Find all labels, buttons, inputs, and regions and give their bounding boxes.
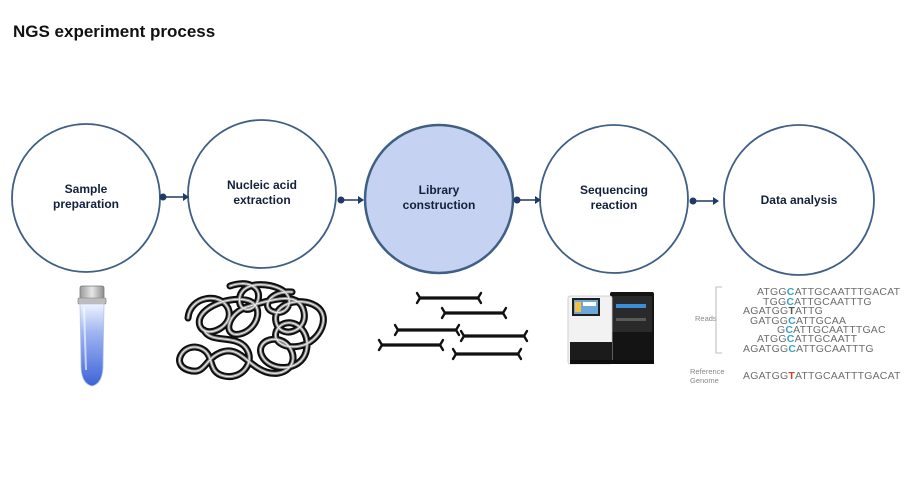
sequencer-machine-icon [567, 292, 654, 365]
dna-fragments-icon [377, 291, 529, 361]
aligned-read: AGATGGCATTGCAATTTG [743, 343, 874, 355]
process-step-label: Sample [65, 182, 108, 196]
dna-fragment [440, 306, 508, 320]
process-step-label: Nucleic acid [227, 178, 297, 192]
connector-arrow [159, 193, 189, 201]
aligned-read: ATGGCATTGCAATT [757, 333, 858, 345]
process-step-label: extraction [233, 193, 290, 207]
dna-fragment [377, 338, 445, 352]
dna-fragment [393, 323, 461, 337]
process-step-label: Library [419, 183, 460, 197]
dna-fragment [451, 347, 523, 361]
dna-fragment [459, 329, 529, 343]
process-step: Data analysis [723, 124, 875, 276]
process-step-circle [539, 124, 689, 274]
process-step-circle [363, 123, 515, 275]
connector-arrow [689, 197, 719, 205]
process-step-label: preparation [53, 197, 119, 211]
process-step-circle [187, 119, 337, 269]
aligned-read: ATGGCATTGCAATTTGACAT [757, 286, 901, 298]
sample-tube-icon [77, 285, 107, 387]
connector-arrow [513, 196, 541, 204]
process-step-label: Data analysis [761, 193, 838, 207]
process-step-label: construction [403, 198, 476, 212]
dna-tangle-icon [180, 284, 324, 377]
aligned-read: GATGGCATTGCAA [750, 315, 846, 327]
process-step-label: Sequencing [580, 183, 648, 197]
reference-genome-label: Reference Genome [690, 367, 727, 385]
read-alignment-icon: Reads Reference Genome ATGGCATTGCAATTTGA… [690, 286, 901, 385]
reads-label: Reads [695, 314, 717, 323]
aligned-read: AGATGGTATTG [743, 305, 823, 317]
dna-fragment [415, 291, 483, 305]
process-step-circle [723, 124, 875, 276]
aligned-read: TGGCATTGCAATTTG [763, 296, 872, 308]
reference-sequence: AGATGGTATTGCAATTTGACAT [743, 370, 901, 382]
connector-arrows [159, 193, 719, 205]
aligned-read: GCATTGCAATTTGAC [777, 324, 886, 336]
process-step-label: reaction [591, 198, 638, 212]
page-title: NGS experiment process [13, 22, 216, 41]
connector-arrow [337, 196, 364, 204]
